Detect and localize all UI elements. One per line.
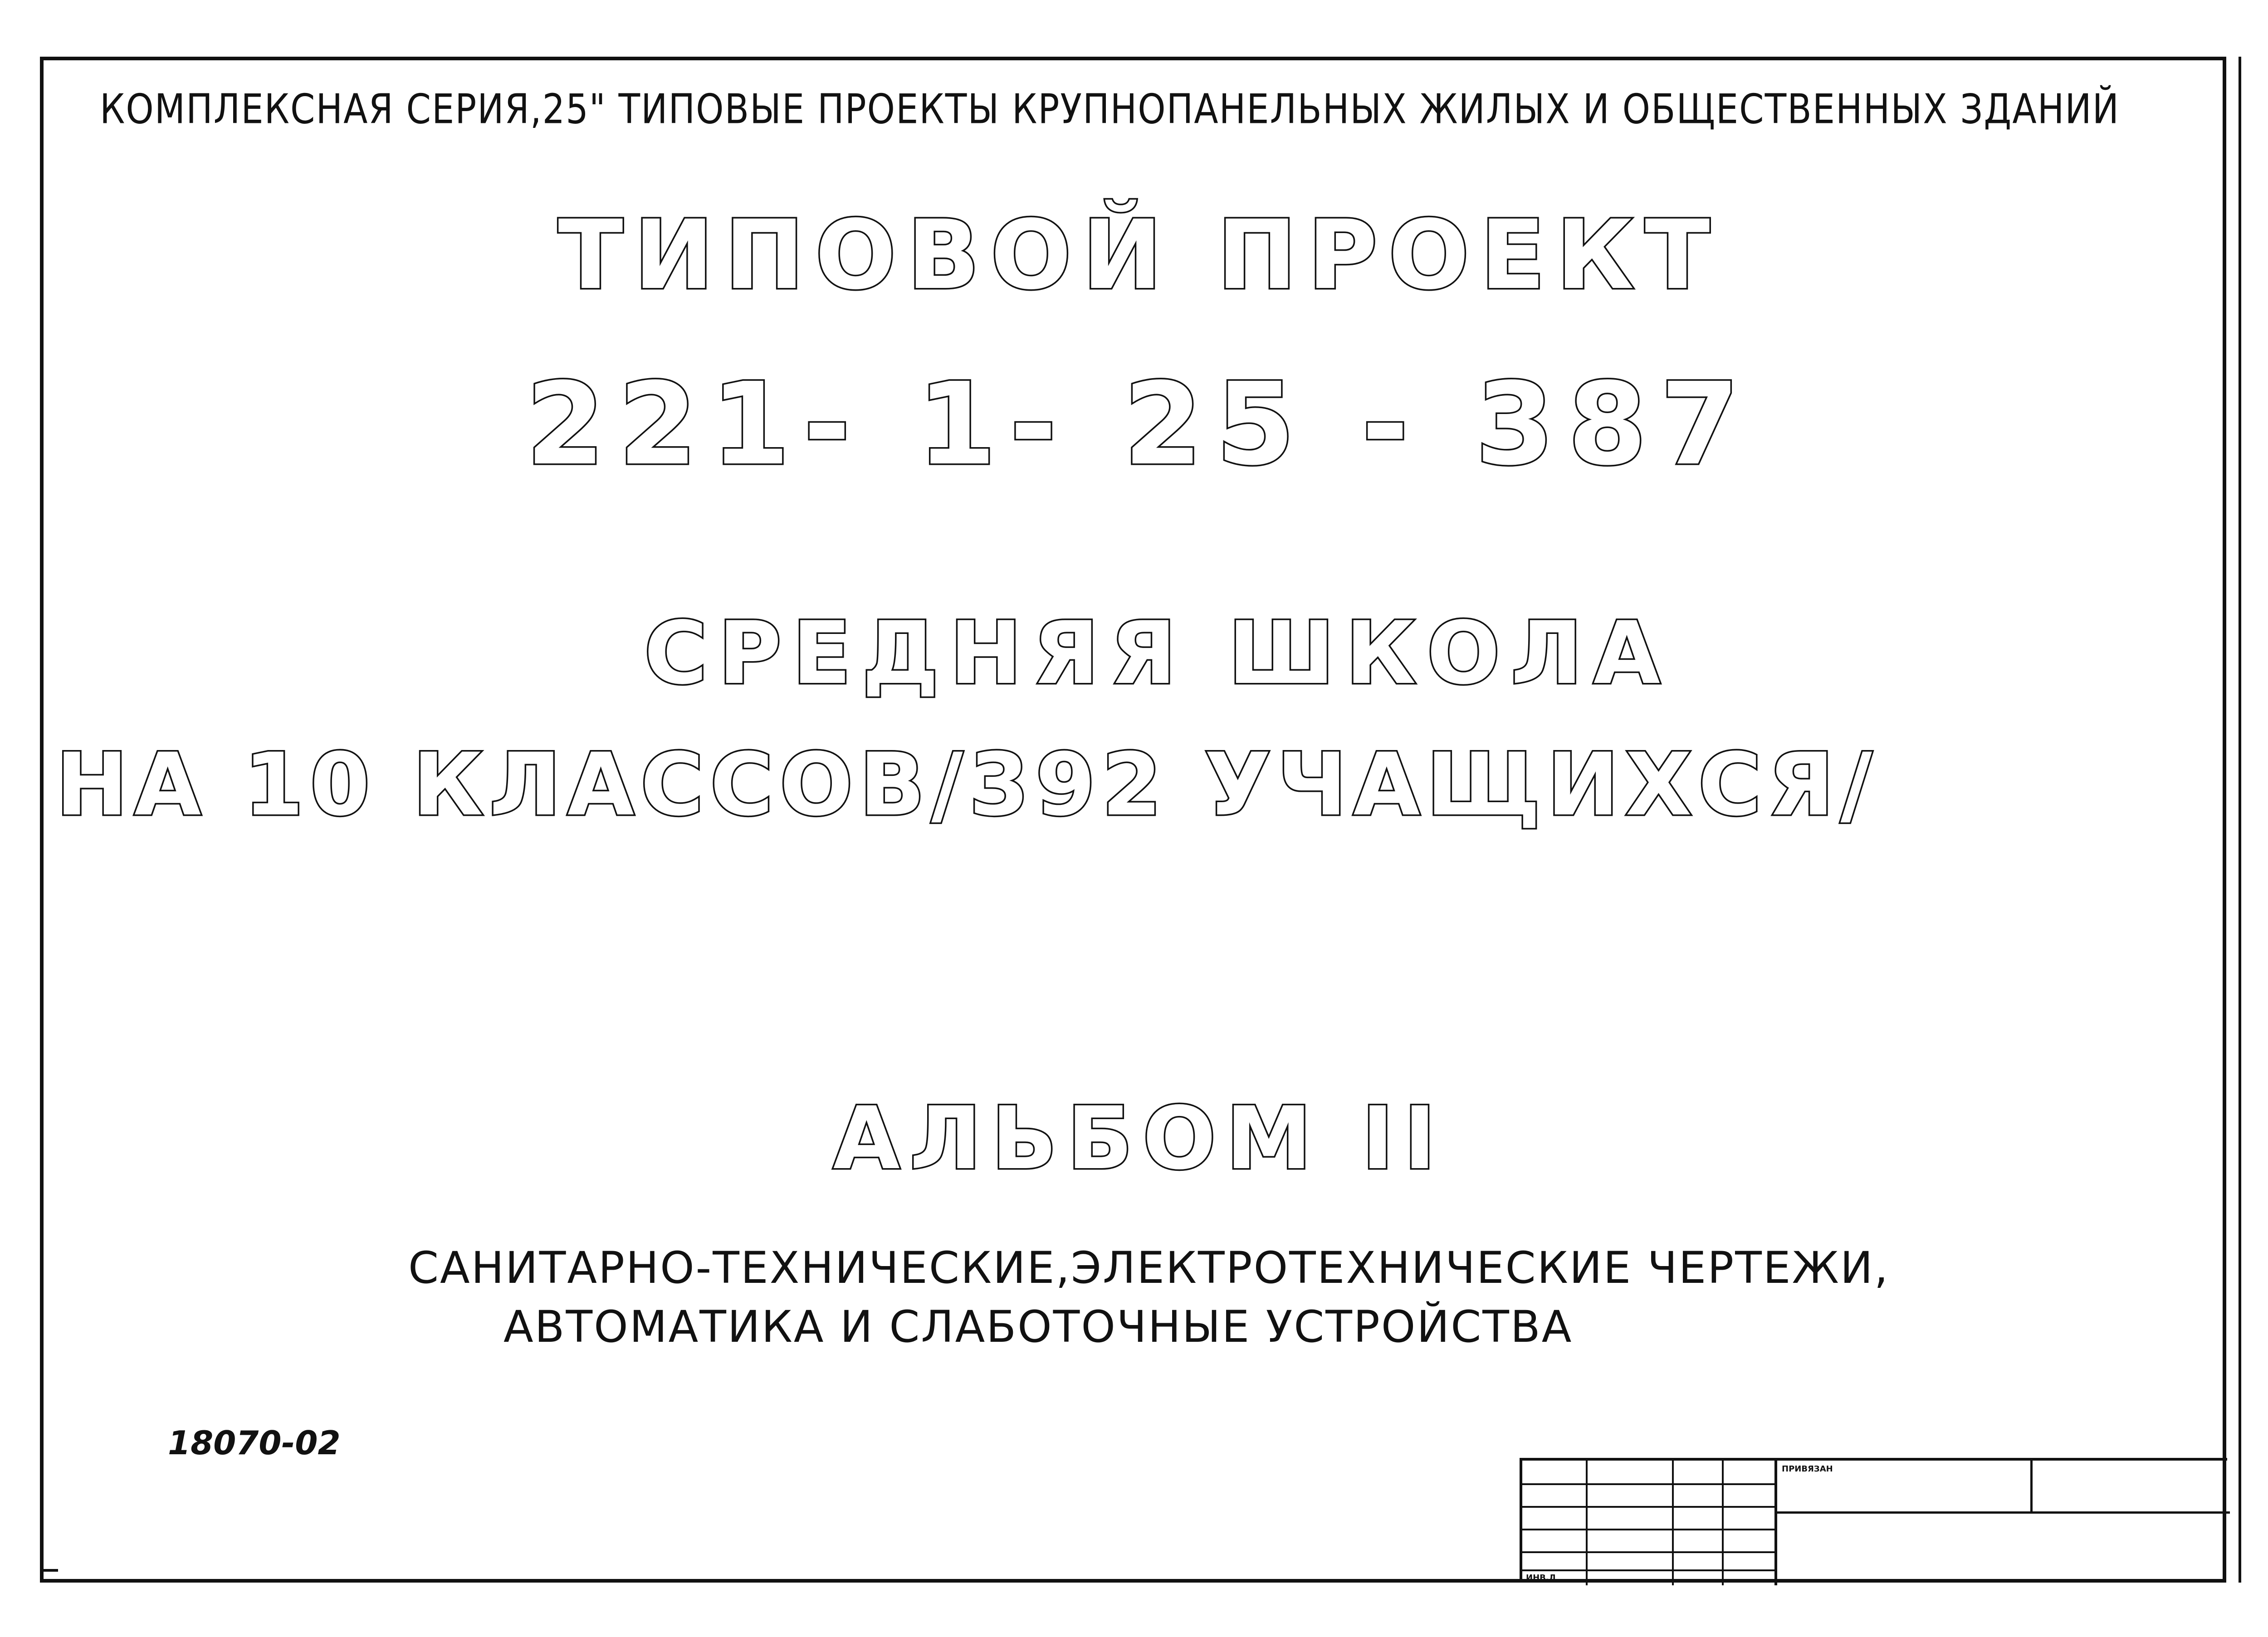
stamp-grid-line bbox=[1586, 1461, 1588, 1585]
drawing-sheet-frame bbox=[40, 57, 2226, 1583]
stamp-grid-line bbox=[1522, 1551, 1776, 1553]
album-description-line-1: САНИТАРНО-ТЕХНИЧЕСКИЕ,ЭЛЕКТРОТЕХНИЧЕСКИЕ… bbox=[408, 1242, 1890, 1293]
stamp-grid-line bbox=[1522, 1529, 1776, 1530]
stamp-separator bbox=[1776, 1511, 2230, 1514]
frame-right-edge bbox=[2239, 57, 2241, 1583]
title-stamp-block: ПРИВЯЗАН ИНВ.Л bbox=[1520, 1458, 2230, 1585]
stamp-grid-line bbox=[1522, 1506, 1776, 1508]
stamp-separator bbox=[1774, 1461, 1777, 1585]
album-description-line-2: АВТОМАТИКА И СЛАБОТОЧНЫЕ УСТРОЙСТВА bbox=[503, 1301, 1573, 1352]
school-capacity: НА 10 КЛАССОВ/392 УЧАЩИХСЯ/ bbox=[54, 733, 1878, 837]
series-header: КОМПЛЕКСНАЯ СЕРИЯ,25" ТИПОВЫЕ ПРОЕКТЫ КР… bbox=[100, 86, 2120, 133]
stamp-grid-line bbox=[1722, 1461, 1724, 1585]
project-label: ТИПОВОЙ ПРОЕКТ bbox=[557, 198, 1721, 312]
project-number: 221- 1- 25 - 387 bbox=[524, 357, 1753, 492]
stamp-inventory-label: ИНВ.Л bbox=[1526, 1573, 1556, 1583]
stamp-grid-line bbox=[1522, 1483, 1776, 1485]
stamp-bound-label: ПРИВЯЗАН bbox=[1782, 1464, 1833, 1474]
album-title: АЛЬБОМ II bbox=[831, 1087, 1446, 1190]
stamp-grid-line bbox=[1672, 1461, 1674, 1585]
document-code: 18070-02 bbox=[168, 1424, 341, 1462]
stamp-grid-line bbox=[1522, 1569, 1776, 1571]
stamp-separator bbox=[2030, 1461, 2033, 1511]
frame-left-tick bbox=[40, 1569, 58, 1572]
stamp-grid bbox=[1522, 1461, 1776, 1585]
school-title: СРЕДНЯЯ ШКОЛА bbox=[643, 602, 1671, 705]
